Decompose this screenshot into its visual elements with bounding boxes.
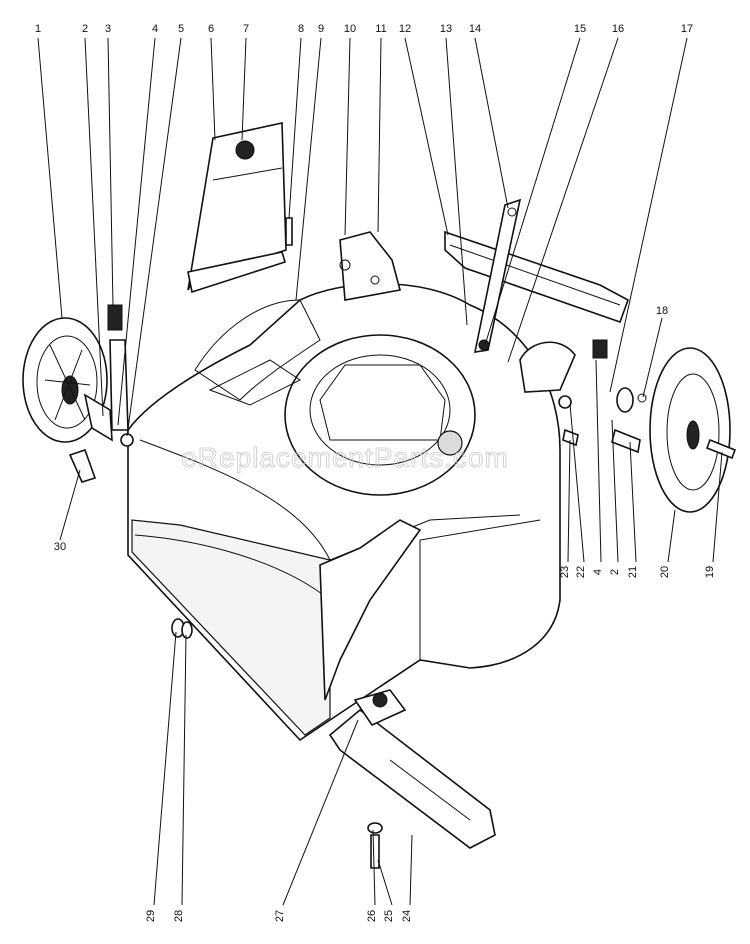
mower-blade	[328, 708, 496, 849]
callout-2b: 2	[609, 569, 621, 575]
callout-1: 1	[35, 23, 41, 35]
callout-21: 21	[627, 566, 639, 578]
callout-29: 29	[145, 910, 157, 922]
callout-13: 13	[440, 23, 452, 35]
callout-8: 8	[298, 23, 304, 35]
callout-16: 16	[612, 23, 624, 35]
callout-25: 25	[383, 910, 395, 922]
callout-3: 3	[105, 23, 111, 35]
callout-5: 5	[178, 23, 184, 35]
height-adjust-bracket	[339, 231, 401, 301]
callout-6: 6	[208, 23, 214, 35]
right-adjuster-plate	[519, 339, 608, 393]
callout-19: 19	[704, 566, 716, 578]
nut-washer	[171, 618, 193, 639]
callout-numbers: 1 2 3 4 5 6 7 8 9 10 11 12 13 14 15 16 1…	[35, 23, 716, 922]
right-wheel	[649, 347, 731, 513]
callout-23: 23	[559, 566, 571, 578]
callout-9: 9	[318, 23, 324, 35]
callout-24: 24	[401, 910, 413, 922]
front-bracket	[319, 519, 422, 701]
mower-deck-housing	[127, 282, 561, 742]
callout-28: 28	[173, 910, 185, 922]
callout-11: 11	[375, 23, 386, 35]
callout-4b: 4	[592, 569, 604, 575]
callout-26: 26	[366, 910, 378, 922]
left-wheel	[22, 317, 108, 443]
callout-17: 17	[681, 23, 693, 35]
blade-bolt	[367, 822, 383, 869]
discharge-deflector	[187, 122, 287, 294]
bolt-8	[285, 217, 293, 246]
callout-12: 12	[399, 23, 411, 35]
callout-30: 30	[54, 541, 66, 553]
callout-22: 22	[575, 566, 587, 578]
callout-4: 4	[152, 23, 158, 35]
right-axle-parts	[558, 387, 737, 460]
callout-2: 2	[82, 23, 88, 35]
callout-14: 14	[469, 23, 481, 35]
callout-15: 15	[574, 23, 586, 35]
callout-27: 27	[274, 910, 286, 922]
callout-10: 10	[344, 23, 356, 35]
watermark-text: eReplacementParts.com	[181, 442, 509, 473]
callout-18: 18	[656, 305, 668, 317]
height-lever	[473, 198, 522, 353]
callout-7: 7	[243, 23, 249, 35]
leader-lines	[37, 37, 723, 906]
callout-20: 20	[659, 566, 671, 578]
blade-adapter	[353, 689, 407, 727]
